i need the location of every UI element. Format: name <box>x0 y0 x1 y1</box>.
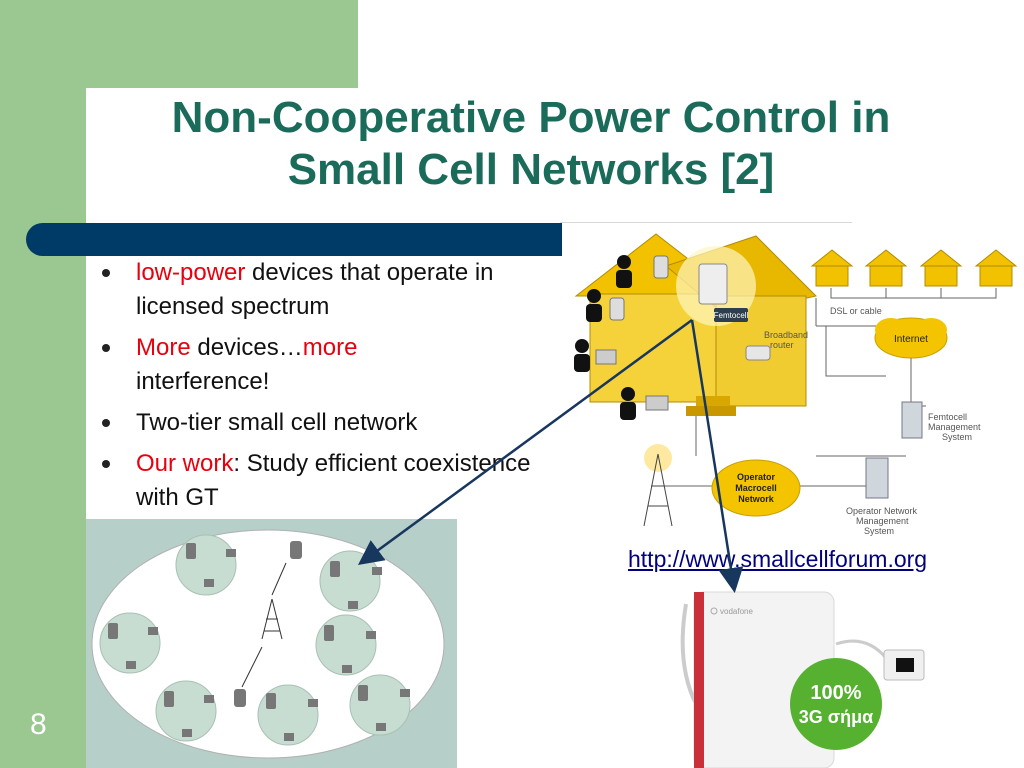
bullet-highlight: low-power <box>136 259 246 286</box>
phone-icon <box>653 255 669 279</box>
title-panel <box>86 88 1024 218</box>
svg-text:3G σήμα: 3G σήμα <box>799 707 873 727</box>
bullet-text: devices that operate in licensed spectru… <box>136 259 494 320</box>
phone-icon <box>609 297 625 321</box>
bullet-highlight: Our work <box>136 450 234 477</box>
svg-text:router: router <box>770 340 794 350</box>
svg-text:System: System <box>864 526 894 536</box>
page-number: 8 <box>30 708 47 741</box>
svg-text:DSL or cable: DSL or cable <box>830 306 882 316</box>
svg-text:Broadband: Broadband <box>764 330 808 340</box>
svg-text:Femtocell: Femtocell <box>928 412 967 422</box>
laptop-icon <box>645 395 669 411</box>
bullet-item: Our work: Study efficient coexistence wi… <box>96 447 556 515</box>
laptop-icon <box>595 349 617 365</box>
title-line-2: Small Cell Networks [2] <box>287 145 775 194</box>
operator-cloud-icon <box>711 459 801 517</box>
femtocell-device-photo: vodafone 100% 3G σήμα <box>680 591 925 768</box>
bullet-item: Two-tier small cell network <box>96 406 556 440</box>
femtocell-network-illustration: Femtocell Broadband router DSL or cable … <box>574 233 1018 536</box>
title-line-1: Non-Cooperative Power Control in <box>171 93 891 142</box>
people-icons <box>574 255 636 420</box>
server-icon <box>865 457 889 499</box>
arrow-to-device <box>690 319 744 593</box>
device-icons <box>108 541 410 741</box>
bullet-list: low-power devices that operate in licens… <box>96 256 556 522</box>
badge-icon <box>790 658 882 750</box>
slide-title: Non-Cooperative Power Control in Small C… <box>86 92 976 196</box>
accent-bar <box>26 223 562 256</box>
bullet-highlight-2: more <box>302 334 358 361</box>
cell-tower-icon <box>643 444 673 527</box>
svg-text:System: System <box>942 432 972 442</box>
server-icon <box>901 401 923 439</box>
bullet-item: low-power devices that operate in licens… <box>96 256 556 324</box>
svg-text:Internet: Internet <box>894 334 928 345</box>
macro-tower-icon <box>261 598 283 640</box>
router-icon <box>745 345 771 361</box>
bullet-item: More devices…more interference! <box>96 331 556 399</box>
svg-text:100%: 100% <box>810 682 861 704</box>
svg-text:vodafone: vodafone <box>720 607 753 616</box>
svg-text:Operator Network: Operator Network <box>846 506 918 516</box>
title-rule <box>560 222 852 223</box>
bullet-highlight: More <box>136 334 191 361</box>
two-tier-network-svg <box>91 529 445 759</box>
svg-text:Network: Network <box>738 494 775 504</box>
source-link[interactable]: http://www.smallcellforum.org <box>628 546 928 572</box>
left-green-band <box>0 0 86 768</box>
arrow-to-diagram <box>357 318 693 565</box>
femtocell-unit-icon <box>698 263 728 305</box>
svg-text:Management: Management <box>856 516 909 526</box>
svg-text:Macrocell: Macrocell <box>735 483 777 493</box>
bullet-text: : Study efficient coexistence with GT <box>136 450 531 511</box>
svg-text:Management: Management <box>928 422 981 432</box>
svg-text:Femtocell: Femtocell <box>714 311 749 320</box>
svg-text:Operator: Operator <box>737 472 776 482</box>
bullet-text: Two-tier small cell network <box>136 409 418 436</box>
bullet-text: interference! <box>136 368 270 395</box>
top-green-band <box>0 0 358 88</box>
small-house-icons <box>810 249 1018 287</box>
bullet-text: devices… <box>190 334 303 361</box>
